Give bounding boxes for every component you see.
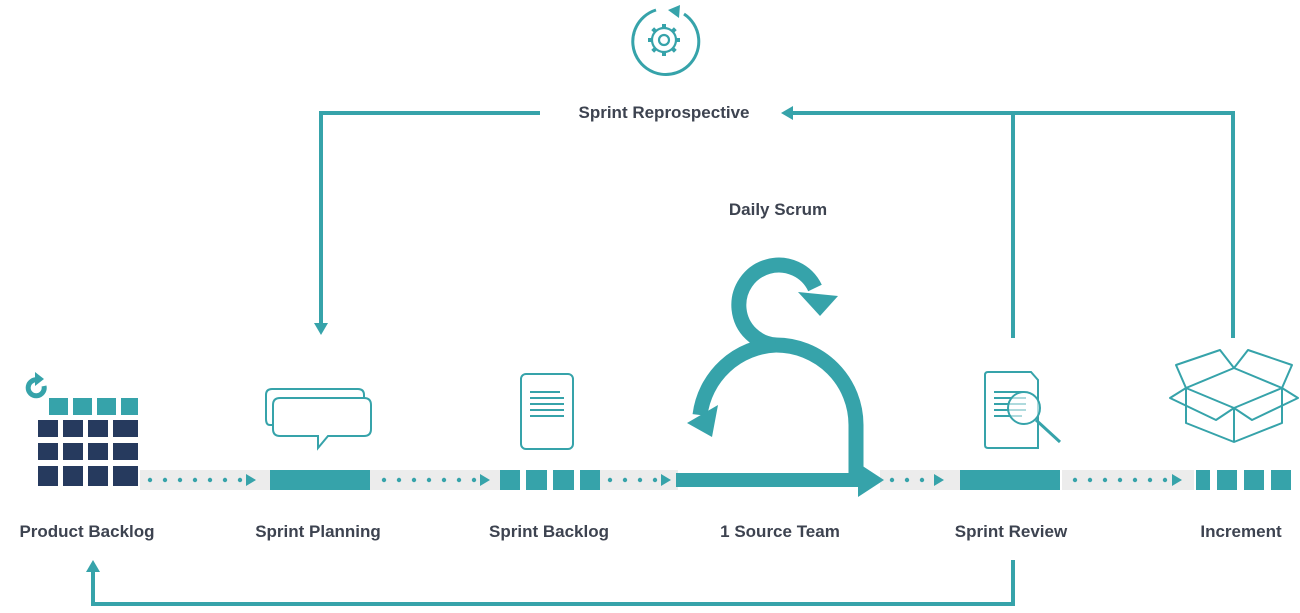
sprint-backlog-blocks — [500, 470, 600, 490]
retrospective-flow-lines — [319, 111, 1235, 338]
source-team-bar — [676, 473, 860, 487]
arrow-down-to-planning — [314, 323, 328, 335]
increment-label: Increment — [1200, 522, 1282, 541]
sprint-planning-label: Sprint Planning — [255, 522, 381, 541]
sprint-retrospective-label: Sprint Reprospective — [578, 103, 750, 122]
increment-blocks — [1196, 470, 1291, 490]
scrum-arrow-top — [798, 292, 838, 316]
scrum-arrow-left — [687, 405, 718, 437]
sprint-review-label: Sprint Review — [954, 522, 1068, 541]
sprint-planning-bar — [270, 470, 370, 490]
product-backlog-label: Product Backlog — [19, 522, 155, 541]
document-icon — [520, 373, 574, 450]
document-search-icon — [984, 371, 1062, 449]
daily-scrum-label: Daily Scrum — [728, 200, 828, 219]
gear-cycle-icon — [631, 5, 701, 77]
arrow-left-to-retrospective — [781, 106, 793, 120]
review-to-backlog-line — [91, 560, 1015, 606]
scrum-loop-icon — [692, 257, 864, 478]
main-flow-track — [140, 470, 1194, 490]
sprint-review-bar — [960, 470, 1060, 490]
sprint-backlog-label: Sprint Backlog — [489, 522, 609, 541]
source-team-label: 1 Source Team — [720, 522, 840, 541]
refresh-grid-icon — [25, 372, 138, 486]
arrow-up-to-product-backlog — [86, 560, 100, 572]
open-box-icon — [1169, 349, 1299, 443]
chat-bubbles-icon — [265, 388, 372, 451]
source-team-arrow — [858, 463, 884, 497]
